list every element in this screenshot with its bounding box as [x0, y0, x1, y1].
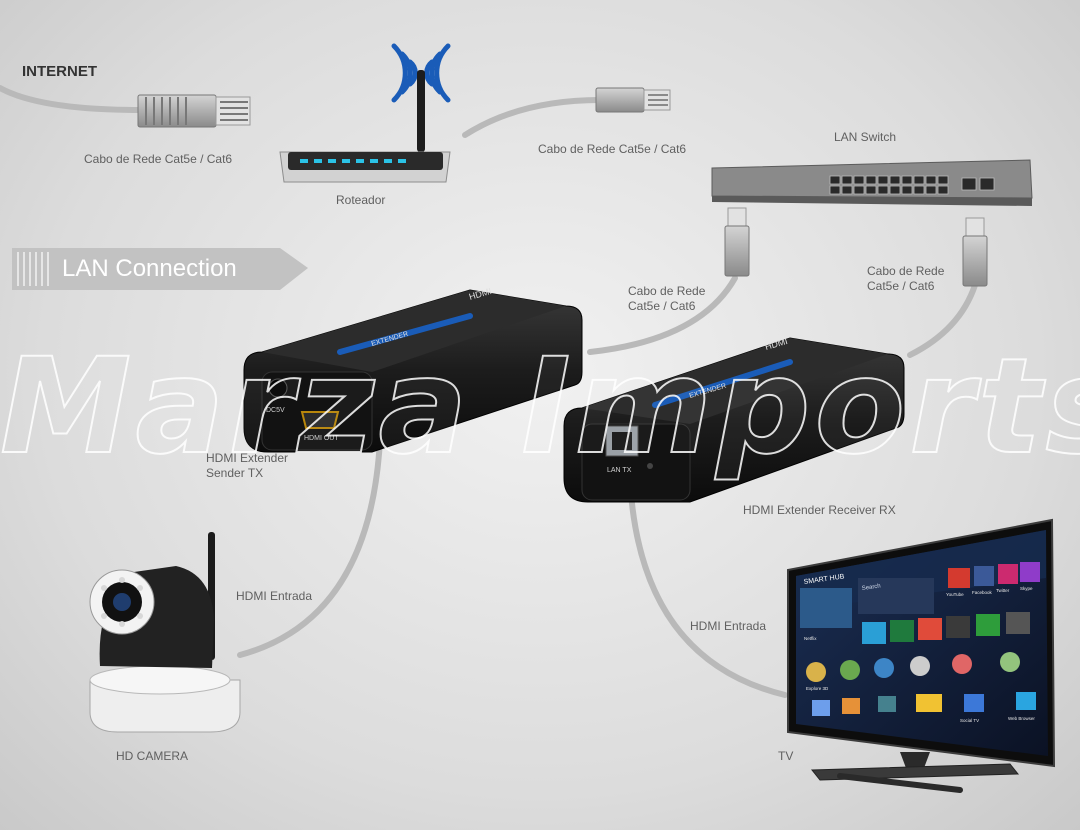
tv-app-label: Explore 3D [806, 686, 829, 691]
tv-app-label: Social TV [960, 718, 979, 723]
tx-hdmi-out-label: HDMI OUT [304, 435, 339, 442]
router-label: Roteador [336, 193, 386, 207]
internet-label: INTERNET [22, 63, 97, 80]
rj45-plug-internet [137, 94, 251, 128]
tv-stand [810, 752, 1020, 793]
lan-switch-label: LAN Switch [834, 130, 897, 144]
internet-cable [0, 85, 143, 113]
cable-left-label: Cabo de Rede Cat5e / Cat6 [84, 152, 233, 166]
cable-tx-label-line1: Cabo de Rede [628, 284, 706, 298]
wifi-signal-icon [391, 43, 451, 103]
rx-lan-tx-label: LAN TX [607, 467, 632, 474]
tx-dc-port-label: DC5V [266, 407, 285, 414]
sender-label-line2: Sender TX [206, 466, 264, 480]
tv-app-label: Netflix [804, 636, 817, 641]
hdmi-input-left-label: HDMI Entrada [236, 589, 313, 603]
hd-camera [89, 532, 241, 733]
rj45-plug-switch-uplink [595, 87, 671, 113]
tv-app-label: Facebook [972, 590, 993, 595]
rj45-plug-tx [724, 207, 750, 277]
cable-rx-label-line1: Cabo de Rede [867, 264, 945, 278]
cable-tx-label-line2: Cat5e / Cat6 [628, 299, 696, 313]
camera-hdmi-cable [237, 437, 383, 658]
tv-app-label: Twitter [996, 588, 1010, 593]
tv-label: TV [778, 749, 794, 763]
smart-tv [787, 518, 1056, 793]
cable-right-label: Cabo de Rede Cat5e / Cat6 [538, 142, 687, 156]
cable-rx-label-line2: Cat5e / Cat6 [867, 279, 935, 293]
tx-lan-cable [587, 275, 738, 355]
lan-switch [711, 159, 1033, 206]
lan-connection-label: LAN Connection [62, 255, 237, 282]
hdmi-extender-receiver-rx [563, 337, 905, 503]
rj45-plug-rx [962, 217, 988, 287]
tv-search-box: Search [861, 583, 881, 592]
router [279, 43, 451, 183]
sender-label-line1: HDMI Extender [206, 451, 289, 465]
tv-app-label: YouTube [946, 592, 964, 597]
tv-app-labels: YouTube Facebook Twitter Skype Netflix E… [804, 586, 1035, 723]
rx-lan-cable [907, 282, 978, 358]
tv-app-label: Skype [1020, 586, 1033, 591]
tv-app-label: Web Browser [1008, 716, 1035, 721]
hdmi-extender-sender-tx [243, 289, 583, 453]
tv-app-tiles [800, 562, 1040, 716]
hdmi-input-right-label: HDMI Entrada [690, 619, 767, 633]
cables [0, 85, 978, 698]
router-switch-cable [462, 97, 603, 138]
tv-hdmi-cable [627, 477, 788, 698]
receiver-label: HDMI Extender Receiver RX [743, 503, 896, 517]
switch-ports [829, 175, 995, 195]
lan-connection-banner [12, 248, 308, 290]
camera-label: HD CAMERA [116, 749, 189, 763]
